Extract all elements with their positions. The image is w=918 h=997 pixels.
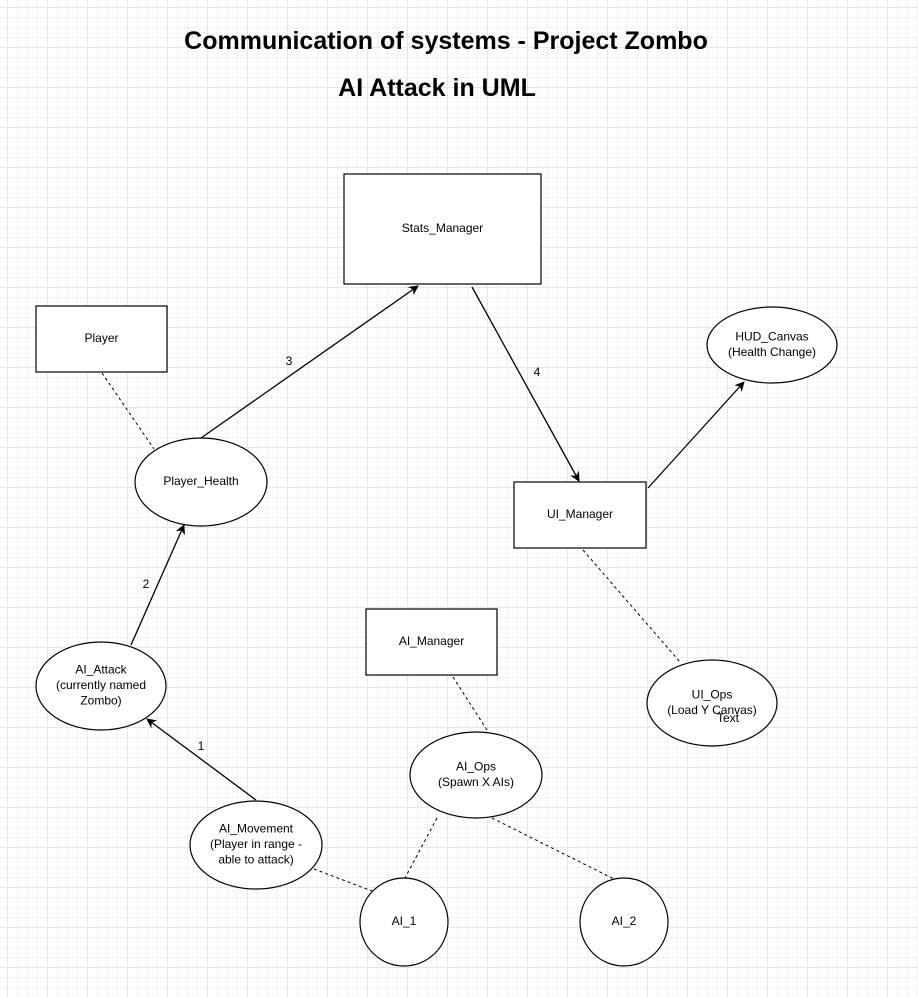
node-stats-manager: Stats_Manager <box>343 173 542 285</box>
node-ui-ops: UI_Ops (Load Y Canvas)Text <box>646 659 778 747</box>
node-rect <box>513 481 647 549</box>
edge-player-to-player-health <box>101 372 155 450</box>
node-ellipse <box>646 659 778 747</box>
edge-ai-movement-to-ai-1 <box>313 868 373 892</box>
edge-label: 4 <box>534 365 541 379</box>
edge-ui-manager-to-ui-ops <box>582 549 681 663</box>
node-label: AI_Manager <box>399 634 464 648</box>
node-ui-manager: UI_Manager <box>513 481 647 549</box>
edge-ui-manager-to-hud-canvas <box>647 381 745 489</box>
node-label: (Player in range - <box>210 837 302 851</box>
page-title: Communication of systems - Project Zombo <box>184 27 708 55</box>
edge-ai-attack-to-player-health <box>130 524 185 646</box>
node-ellipse <box>134 437 268 527</box>
edge-ai-manager-to-ai-ops <box>452 676 488 731</box>
node-label: AI_2 <box>612 914 637 928</box>
node-label: Zombo) <box>80 694 121 708</box>
node-label: UI_Manager <box>547 507 613 521</box>
node-label: AI_Ops <box>456 759 496 773</box>
node-rect <box>365 608 498 676</box>
node-label: (Health Change) <box>728 345 816 359</box>
node-label: UI_Ops <box>692 687 733 701</box>
node-label: Stats_Manager <box>402 221 483 235</box>
node-label: Player <box>84 331 118 345</box>
edge-ai-ops-to-ai-1 <box>404 817 438 879</box>
node-player-health: Player_Health <box>134 437 268 527</box>
edges-layer: 1 2 3 4 <box>101 285 745 892</box>
node-ellipse <box>35 641 167 731</box>
node-label: (currently named <box>56 678 146 692</box>
node-ai-movement: AI_Movement(Player in range - able to att… <box>189 800 323 890</box>
node-ai-2: AI_2 <box>579 877 669 967</box>
node-ellipse <box>189 800 323 890</box>
node-ai-ops: AI_Ops (Spawn X AIs) <box>409 731 543 819</box>
node-label: Player_Health <box>163 474 238 488</box>
node-ai-1: AI_1 <box>359 877 449 967</box>
edge-stats-manager-to-ui-manager <box>471 286 580 482</box>
node-ellipse <box>706 306 838 384</box>
page-subtitle: AI Attack in UML <box>338 74 536 102</box>
node-ellipse <box>359 877 449 967</box>
node-overlay-text: Text <box>717 711 740 725</box>
edge-label: 3 <box>286 354 293 368</box>
edge-player-health-to-stats-manager <box>200 285 419 439</box>
edge-label: 2 <box>143 577 150 591</box>
node-ellipse <box>409 731 543 819</box>
node-label: able to attack) <box>218 853 293 867</box>
node-label: HUD_Canvas <box>735 329 808 343</box>
node-label: AI_Attack <box>75 663 127 677</box>
edge-label: 1 <box>198 739 205 753</box>
node-rect <box>343 173 542 285</box>
node-label: AI_Movement <box>219 822 294 836</box>
node-label: (Spawn X AIs) <box>438 775 514 789</box>
node-ellipse <box>579 877 669 967</box>
edge-ai-ops-to-ai-2 <box>491 817 615 880</box>
edge-ai-movement-to-ai-attack <box>146 718 257 801</box>
node-hud-canvas: HUD_Canvas (Health Change) <box>706 306 838 384</box>
node-label: (Load Y Canvas) <box>667 703 757 717</box>
node-rect <box>35 305 168 373</box>
node-player: Player <box>35 305 168 373</box>
node-label: AI_1 <box>392 914 417 928</box>
node-ai-manager: AI_Manager <box>365 608 498 676</box>
